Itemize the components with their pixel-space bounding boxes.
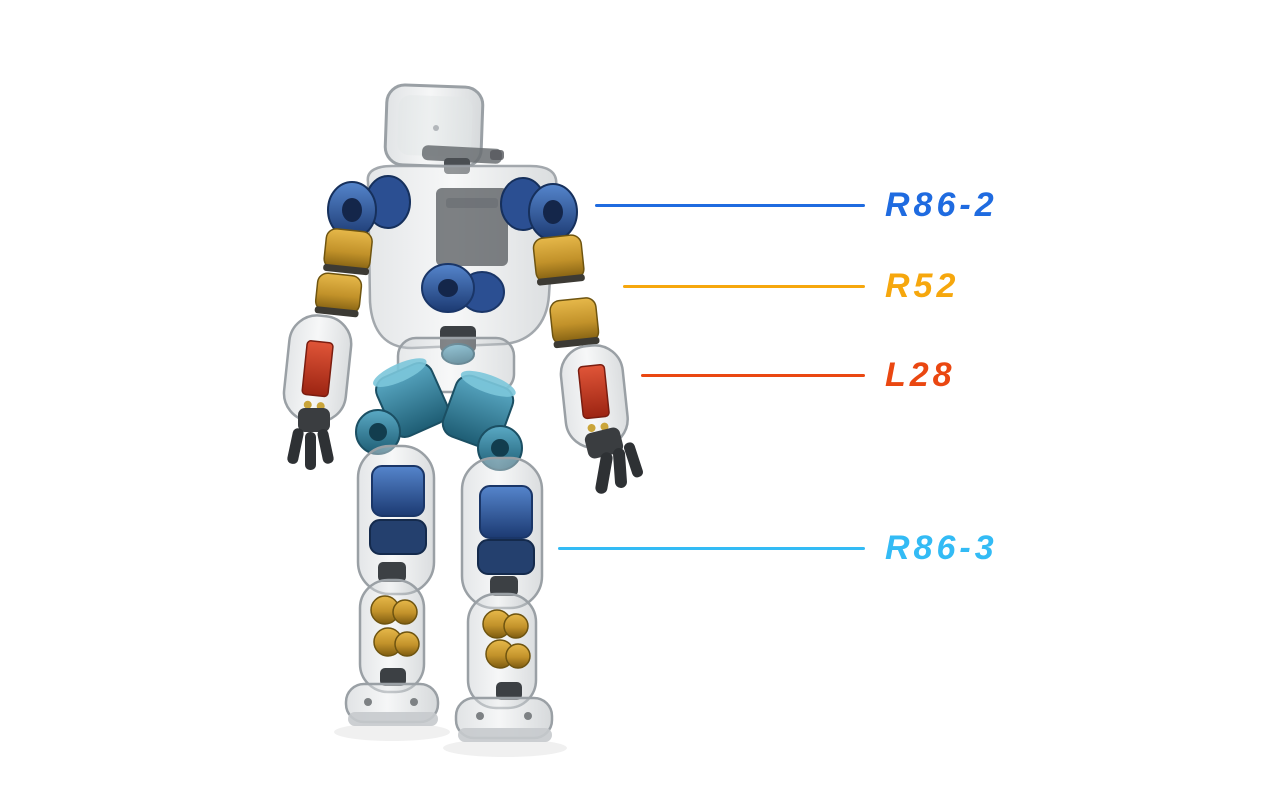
left-arm	[282, 228, 373, 424]
callout-label-r86-2: R86-2	[885, 186, 998, 224]
callout-line-l28	[641, 373, 865, 377]
right-foot	[454, 696, 554, 742]
callout-label-r52: R52	[885, 267, 960, 305]
right-leg	[460, 456, 544, 710]
shadow	[443, 739, 567, 757]
right-arm	[532, 234, 629, 449]
shoulder-actuators	[327, 175, 578, 241]
callout-r52: R52	[623, 264, 959, 308]
shadow	[334, 723, 450, 741]
callout-r86-2: R86-2	[595, 183, 998, 227]
robot-head	[383, 83, 504, 174]
pelvis	[355, 336, 523, 471]
right-hand	[584, 427, 643, 494]
callout-label-r86-3: R86-3	[885, 529, 998, 567]
callout-line-r52	[623, 284, 865, 288]
callout-l28: L28	[641, 353, 956, 397]
callout-label-l28: L28	[885, 356, 956, 394]
left-leg	[356, 444, 436, 694]
callout-r86-3: R86-3	[558, 526, 998, 570]
left-hand	[287, 408, 334, 470]
left-foot	[344, 682, 440, 726]
callout-line-r86-2	[595, 203, 865, 207]
callout-line-r86-3	[558, 546, 865, 550]
